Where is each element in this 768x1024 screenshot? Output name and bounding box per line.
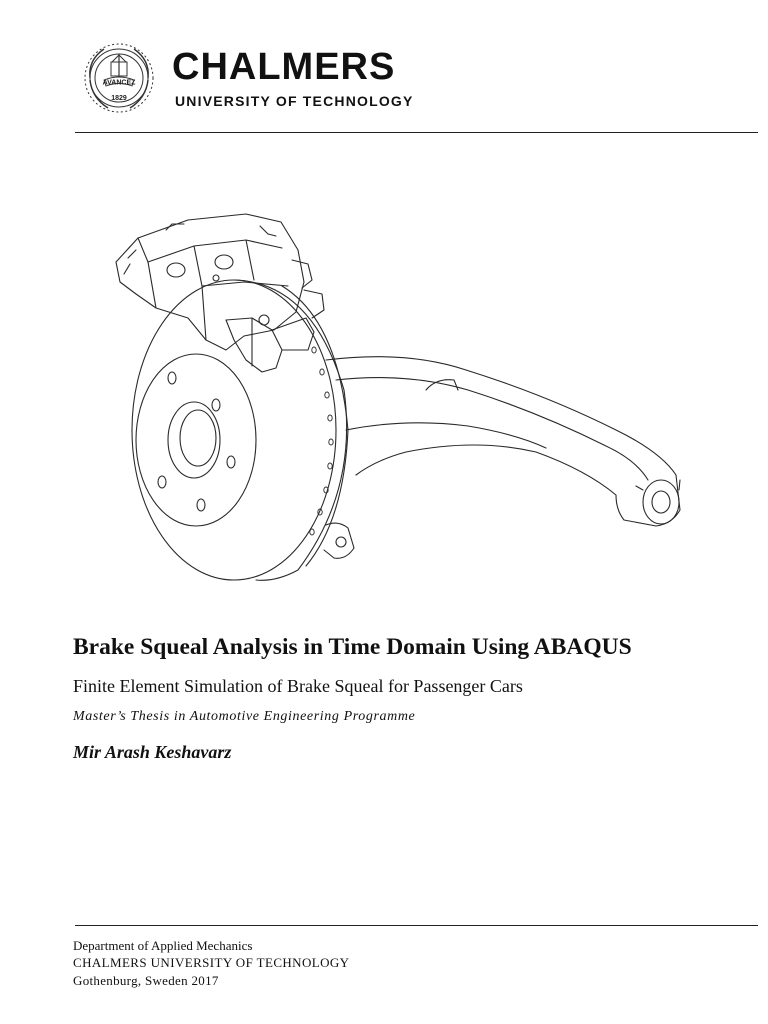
seal-motto: AVANCEZ	[103, 80, 137, 87]
location-year-line: Gothenburg, Sweden 2017	[73, 973, 219, 988]
department-line: Department of Applied Mechanics	[73, 938, 253, 953]
author-name: Mir Arash Keshavarz	[73, 742, 232, 762]
programme-line: Master’s Thesis in Automotive Engineerin…	[73, 709, 416, 724]
university-line: CHALMERS UNIVERSITY OF TECHNOLOGY	[73, 955, 350, 970]
brake-assembly-drawing	[115, 213, 681, 581]
header-divider	[75, 132, 758, 133]
thesis-title: Brake Squeal Analysis in Time Domain Usi…	[73, 634, 632, 660]
brand-subtitle: UNIVERSITY OF TECHNOLOGY	[175, 93, 414, 109]
thesis-subtitle: Finite Element Simulation of Brake Squea…	[73, 676, 523, 696]
brand-name: CHALMERS	[172, 46, 396, 88]
university-seal-icon: AVANCEZ 1829	[84, 43, 154, 113]
footer-divider	[75, 925, 758, 926]
seal-year: 1829	[111, 95, 127, 102]
